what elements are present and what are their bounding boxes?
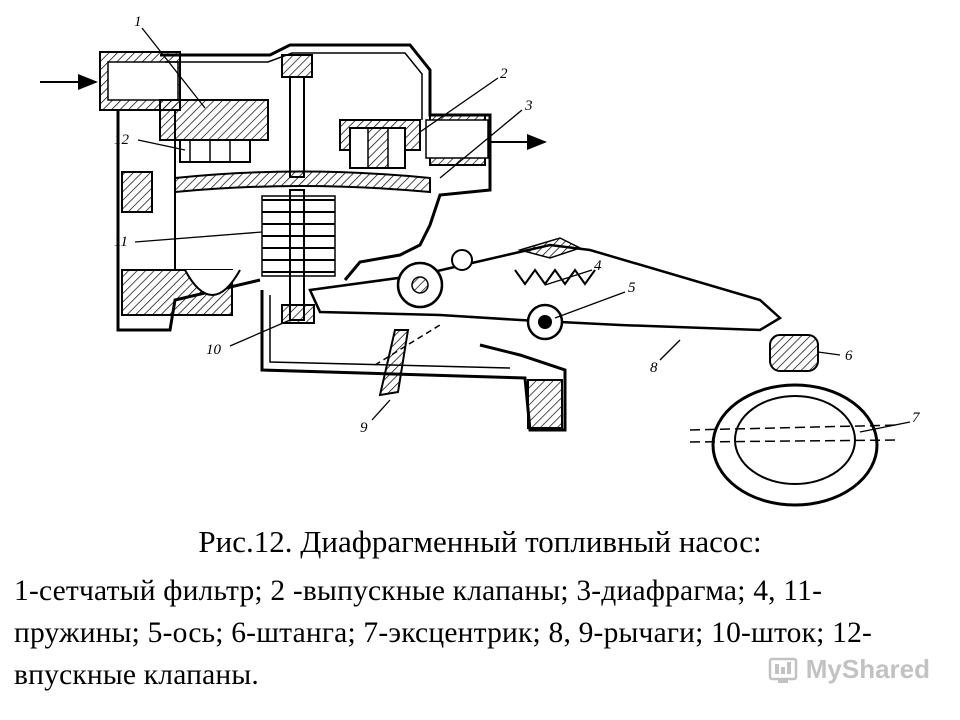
lever-9 [374,324,441,397]
return-spring [514,268,596,286]
diaphragm [174,170,431,194]
watermark-text: MyShared [805,654,930,684]
eccentric-7 [689,383,901,507]
diaphragm-spring [261,195,336,277]
callout-7: 7 [912,410,921,426]
figure-caption-legend: 1-сетчатый фильтр; 2 -выпускные клапаны;… [14,575,873,691]
figure-caption-title: Рис.12. Диафрагменный топливный насос: [198,524,762,559]
callout-11: 11 [114,234,128,250]
callout-1: 1 [134,14,142,30]
myshared-logo-icon [768,657,797,683]
fuel-pump-diagram: 1 2 3 4 5 6 7 8 9 10 11 12 [40,14,921,507]
callout-5: 5 [628,280,636,296]
callout-leaders [134,27,911,433]
callout-2: 2 [500,66,508,82]
pushrod-6 [769,334,819,372]
axle-5 [526,303,564,341]
callout-3: 3 [524,98,533,114]
outlet-pipe [425,119,547,159]
central-screw [281,54,313,321]
inlet-valves [179,139,251,163]
side-plug [121,171,153,213]
outlet-valves [349,127,406,169]
callout-labels: 1 2 3 4 5 6 7 8 9 10 11 12 [114,14,921,436]
callout-9: 9 [360,420,368,436]
lower-housing [260,290,567,432]
lever-cam [396,249,473,309]
callout-6: 6 [845,348,853,364]
lever-8 [308,237,783,332]
lower-chamber [121,269,241,316]
callout-10: 10 [206,342,222,358]
watermark: MyShared [768,654,930,685]
callout-4: 4 [594,258,602,274]
callout-8: 8 [650,360,658,376]
callout-12: 12 [114,132,130,148]
